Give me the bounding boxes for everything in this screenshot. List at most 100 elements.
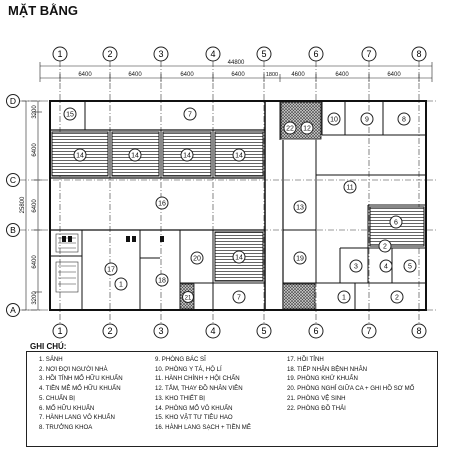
floor-plan: 1 2 3 4 5 6 7 8 1 2 3 4 5 6 7 8 D C B A [6,46,436,339]
svg-text:5: 5 [261,326,266,336]
svg-text:6: 6 [394,220,398,227]
svg-text:14: 14 [235,153,243,160]
legend-item: 11. HÀNH CHÍNH + HỘI CHẨN [155,375,240,383]
svg-text:14: 14 [183,153,191,160]
room-tag-1-b: 1 [337,290,351,304]
svg-text:9: 9 [365,117,369,124]
svg-text:6: 6 [313,49,318,59]
svg-text:7: 7 [366,49,371,59]
legend-item: 5. CHUẨN BỊ [39,394,75,402]
legend-column-3: 17. HỒI TỈNH 18. TIẾP NHẬN BỆNH NHÂN 19.… [287,355,414,413]
overall-width-label: 44800 [228,60,245,66]
svg-text:1: 1 [119,282,123,289]
room-tag-14-e: 14 [232,250,246,264]
legend-item: 12. TẮM, THAY ĐỒ NHÂN VIÊN [155,385,243,393]
room-tag-14-d: 14 [232,148,246,162]
legend-column-1: 1. SẢNH 2. NƠI ĐỢI NGƯỜI NHÀ 3. HỒI TỈNH… [39,355,123,433]
legend-item: 16. HÀNH LANG SẠCH + TIỀN MÊ [155,423,251,431]
svg-text:3200: 3200 [32,105,38,119]
room-tag-14-c: 14 [180,148,194,162]
svg-text:10: 10 [330,117,338,124]
svg-text:D: D [10,96,16,106]
svg-text:19: 19 [296,256,304,263]
svg-text:1: 1 [57,326,62,336]
legend-item: 22. PHÒNG ĐỒ THẢI [287,404,346,412]
svg-text:C: C [10,175,16,185]
grid-bubble-A: A [6,303,20,317]
dimension-labels-left: 25800 3200 6400 6400 6400 3200 [20,105,38,305]
svg-text:18: 18 [158,278,166,285]
room-tag-1-a: 1 [114,277,128,291]
legend-item: 7. HÀNH LANG VÔ KHUẨN [39,414,115,422]
legend-item: 13. KHO THIẾT BỊ [155,394,205,402]
room-tag-20: 20 [190,251,204,265]
svg-text:6400: 6400 [32,199,38,213]
svg-text:21: 21 [185,296,192,302]
grid-bubbles-top: 1 2 3 4 5 6 7 8 [52,46,427,62]
legend-item: 15. KHO VẬT TƯ TIÊU HAO [155,414,233,422]
svg-text:4: 4 [384,264,388,271]
svg-text:14: 14 [235,255,243,262]
svg-text:25800: 25800 [20,196,26,213]
svg-text:2: 2 [395,295,399,302]
room-tag-9: 9 [360,112,374,126]
svg-text:2: 2 [107,326,112,336]
room-tag-10: 10 [327,112,341,126]
svg-text:4: 4 [210,326,215,336]
grid-bubble-7-bottom: 7 [361,323,377,339]
svg-text:12: 12 [303,126,311,133]
legend-box: 1. SẢNH 2. NƠI ĐỢI NGƯỜI NHÀ 3. HỒI TỈNH… [26,351,438,447]
svg-text:14: 14 [131,153,139,160]
svg-text:16: 16 [158,201,166,208]
room-tag-7: 7 [183,107,197,121]
grid-bubble-4-bottom: 4 [205,323,221,339]
room-tag-5: 5 [403,259,417,273]
dimension-labels-top: 44800 6400 6400 6400 6400 1800 4600 6400… [78,60,401,78]
room-tags: 15 7 22 12 10 9 8 14 14 14 14 16 11 13 6… [63,107,417,304]
svg-text:2: 2 [383,244,387,251]
wet-rooms [179,101,322,310]
grid-bubbles-left: D C B A [6,94,20,317]
svg-text:B: B [10,225,16,235]
svg-text:3200: 3200 [32,291,38,305]
room-tag-3: 3 [349,259,363,273]
svg-text:7: 7 [366,326,371,336]
grid-bubble-5-bottom: 5 [256,323,272,339]
room-tag-2-a: 2 [378,239,392,253]
svg-text:17: 17 [107,267,115,274]
svg-text:15: 15 [66,112,74,119]
grid-bubble-4: 4 [205,46,221,62]
legend-item: 17. HỒI TỈNH [287,356,324,363]
svg-text:6: 6 [313,326,318,336]
room-tag-18: 18 [155,273,169,287]
grid-bubble-3-bottom: 3 [153,323,169,339]
svg-text:3: 3 [158,326,163,336]
legend-item: 4. TIỀN MÊ MỔ HỮU KHUẨN [39,385,121,393]
svg-text:7: 7 [188,112,192,119]
svg-text:14: 14 [76,153,84,160]
legend-item: 8. TRƯỞNG KHOA [39,423,93,431]
svg-text:6400: 6400 [335,72,349,78]
legend-item: 3. HỒI TỈNH MỔ HỮU KHUẨN [39,375,123,383]
dimension-lines-left [22,100,42,311]
svg-text:4600: 4600 [291,72,305,78]
svg-text:1: 1 [57,49,62,59]
legend-item: 21. PHÒNG VỆ SINH [287,394,346,402]
room-tag-14-a: 14 [73,148,87,162]
room-tag-7-b: 7 [232,290,246,304]
legend-item: 19. PHÒNG KHỬ KHUẨN [287,375,358,383]
svg-text:6400: 6400 [128,72,142,78]
svg-text:5: 5 [408,264,412,271]
svg-text:20: 20 [193,256,201,263]
svg-text:8: 8 [416,49,421,59]
svg-text:4: 4 [210,49,215,59]
svg-text:5: 5 [261,49,266,59]
grid-bubble-8: 8 [411,46,427,62]
svg-text:3: 3 [158,49,163,59]
grid-bubble-5: 5 [256,46,272,62]
bathroom-fixtures [62,236,164,242]
grid-bubble-6-bottom: 6 [308,323,324,339]
svg-text:2: 2 [107,49,112,59]
svg-text:7: 7 [237,295,241,302]
room-tag-2-b: 2 [390,290,404,304]
